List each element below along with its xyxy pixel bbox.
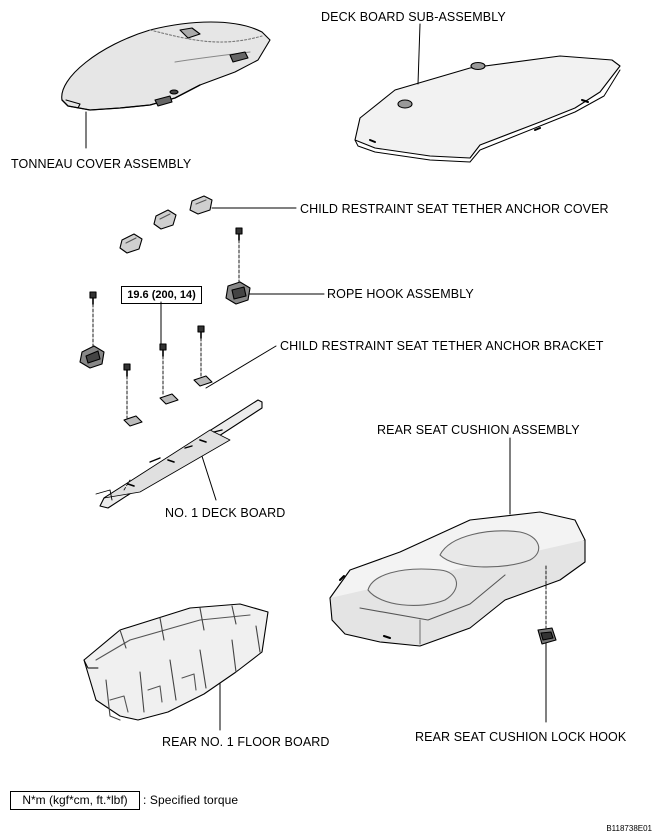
anchor-cover-parts [119, 195, 213, 254]
bolt-parts [89, 227, 243, 419]
lock-hook-part [537, 627, 557, 645]
label-anchor-bracket: CHILD RESTRAINT SEAT TETHER ANCHOR BRACK… [280, 339, 604, 353]
label-rear-no1-floor-board: REAR NO. 1 FLOOR BOARD [162, 735, 330, 749]
label-no1-deck-board: NO. 1 DECK BOARD [165, 506, 286, 520]
label-anchor-cover: CHILD RESTRAINT SEAT TETHER ANCHOR COVER [300, 202, 609, 216]
rear-floor-board-part [83, 603, 269, 721]
rope-hook-part [79, 281, 251, 369]
figure-code: B118738E01 [606, 824, 652, 833]
torque-spec-box: 19.6 (200, 14) [121, 286, 202, 304]
label-deck-board-sub-assembly: DECK BOARD SUB-ASSEMBLY [321, 10, 506, 24]
no1-deck-board-part [95, 399, 263, 509]
label-rear-seat-cushion-assembly: REAR SEAT CUSHION ASSEMBLY [377, 423, 580, 437]
deck-board-sub-part [354, 55, 621, 163]
label-rope-hook-assembly: ROPE HOOK ASSEMBLY [327, 287, 474, 301]
rear-seat-cushion-part [329, 511, 586, 647]
label-tonneau-cover-assembly: TONNEAU COVER ASSEMBLY [11, 157, 192, 171]
legend-torque-unit: N*m (kgf*cm, ft.*lbf) [10, 791, 140, 810]
tonneau-cover-part [61, 21, 271, 111]
legend-description: : Specified torque [143, 793, 239, 807]
anchor-bracket-parts [123, 375, 213, 427]
label-rear-seat-cushion-lock-hook: REAR SEAT CUSHION LOCK HOOK [415, 730, 627, 744]
leader-lines [85, 23, 547, 731]
